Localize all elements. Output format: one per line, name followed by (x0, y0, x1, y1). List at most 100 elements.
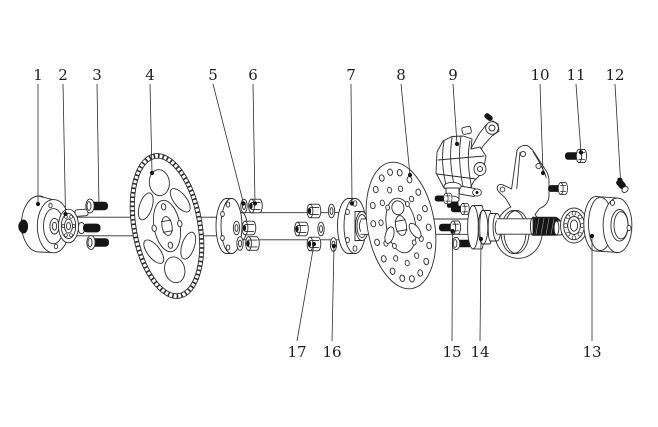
wheel-hub-drawing (583, 196, 633, 253)
nut-left-bottom (245, 236, 260, 251)
nut-6 (248, 198, 263, 214)
bracket-bolt-11 (564, 148, 588, 164)
disc-hole (387, 187, 393, 194)
callout-dot-11 (578, 150, 584, 155)
callout-leader-6 (252, 83, 256, 204)
nut-upper-mid (306, 203, 322, 219)
callout-dot-12 (618, 177, 623, 183)
callout-leader-8 (400, 83, 411, 176)
washer-5 (240, 198, 248, 214)
callout-dot-1 (35, 201, 41, 207)
callout-dot-17 (311, 241, 317, 247)
hub-bolt-bottom (86, 235, 110, 250)
disc-hole (380, 255, 387, 263)
disc-hole (416, 214, 422, 221)
callout-leader-16 (331, 245, 335, 342)
callout-dot-2 (63, 211, 68, 217)
disc-hole (397, 185, 404, 193)
disc-hole (399, 274, 406, 282)
disc-hole (389, 267, 396, 275)
caliper-bracket-drawing (494, 144, 550, 259)
callout-label-9: 9 (448, 66, 458, 84)
callout-leader-3 (96, 83, 100, 208)
callout-dot-9 (454, 141, 460, 147)
brake-disc-drawing (365, 161, 437, 290)
disc-hole (396, 169, 403, 177)
callout-label-14: 14 (470, 343, 489, 361)
disc-hole (408, 195, 415, 203)
nut-center (294, 221, 309, 237)
disc-hole (406, 176, 413, 184)
callout-leader-5 (212, 83, 244, 204)
callout-dot-6 (252, 201, 258, 206)
disc-hole (370, 220, 377, 228)
disc-hole (369, 201, 376, 210)
bearing-spacer-drawing (553, 220, 564, 236)
sprocket-drawing (129, 153, 205, 299)
axle-shaft-right-drawing (496, 218, 535, 235)
disc-hole (409, 275, 415, 283)
callout-dot-5 (241, 201, 246, 206)
disc-hole (379, 199, 385, 207)
callout-label-16: 16 (322, 343, 341, 361)
callout-dot-14 (478, 236, 484, 242)
caliper-pin-bolt (434, 192, 453, 205)
callout-leader-10 (539, 83, 544, 174)
disc-hole-ring-outer (369, 168, 433, 283)
brake-caliper-drawing (434, 113, 500, 215)
disc-hole (374, 238, 380, 246)
callout-dot-10 (540, 170, 546, 176)
callout-leader-9 (452, 83, 458, 145)
axle-flange-left-drawing (215, 198, 243, 254)
disc-hole (404, 259, 410, 267)
disc-hole (378, 219, 384, 226)
sprocket-teeth (130, 153, 204, 299)
disc-hole (387, 168, 393, 176)
washer-left-mid (232, 220, 241, 236)
disc-hole (414, 252, 420, 259)
callout-dot-7 (349, 201, 355, 206)
callout-label-8: 8 (396, 66, 406, 84)
disc-hole-ring-inner (378, 185, 424, 267)
callout-label-17: 17 (287, 343, 306, 361)
disc-hole (423, 257, 430, 266)
callout-leader-12 (614, 83, 621, 181)
callout-leader-17 (296, 243, 315, 342)
disc-hole (417, 269, 424, 277)
callout-dot-13 (589, 233, 595, 239)
disc-hole (372, 185, 379, 194)
bracket-bolt-lower (547, 182, 568, 195)
disc-hole (426, 241, 433, 250)
nut-left-mid (241, 220, 257, 236)
disc-hole (393, 255, 399, 262)
hub-bolt-top (85, 198, 109, 214)
axle-bearing-drawing (560, 207, 588, 244)
washer-left-bottom (236, 236, 244, 251)
callout-label-6: 6 (248, 66, 258, 84)
axle-center-bolt-drawing (77, 221, 101, 235)
callout-label-7: 7 (346, 66, 356, 84)
callout-leader-14 (479, 238, 482, 342)
callout-label-11: 11 (566, 66, 585, 84)
disc-hole (425, 223, 432, 231)
callout-label-10: 10 (530, 66, 549, 84)
callout-leader-4 (149, 83, 153, 174)
washer-center (317, 221, 325, 237)
callout-dot-15 (450, 228, 455, 234)
callout-label-15: 15 (442, 343, 461, 361)
callout-label-3: 3 (92, 66, 102, 84)
disc-hole (378, 174, 385, 182)
callout-leader-7 (350, 83, 353, 204)
callout-leader-11 (575, 83, 582, 153)
callout-label-5: 5 (208, 66, 218, 84)
callout-label-2: 2 (58, 66, 68, 84)
callout-label-13: 13 (582, 343, 601, 361)
callout-dot-4 (149, 170, 155, 176)
callout-leader-2 (62, 83, 66, 215)
disc-hole (422, 205, 428, 213)
callout-dot-8 (407, 172, 413, 178)
callout-label-4: 4 (145, 66, 155, 84)
bearing-small-drawing (58, 208, 79, 244)
